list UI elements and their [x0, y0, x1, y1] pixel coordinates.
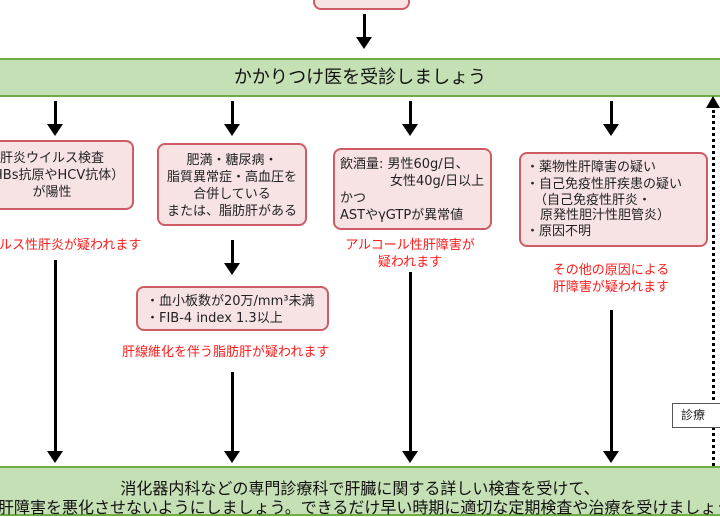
arrow-down-1: [54, 260, 57, 452]
fibrosis-line: ・FIB-4 index 1.3以上: [146, 311, 283, 326]
primary-care-band: かかりつけ医を受診しましょう: [0, 58, 720, 97]
arrowhead-4: [603, 124, 619, 136]
fatty-line: または、脂肪肝がある: [167, 204, 298, 219]
viral-line: 肝炎ウイルス検査: [0, 151, 104, 166]
viral-result: ウイルス性肝炎が疑われます: [0, 238, 142, 253]
alcohol-result: アルコール性肝障害が 疑われます: [330, 237, 490, 271]
alcohol-line: かつ: [340, 191, 367, 206]
other-line: ・自己免疫性肝疾患の疑い: [526, 177, 683, 192]
arrow-3: [409, 101, 412, 125]
arrow-down-2: [231, 372, 234, 452]
fibrosis-box: ・血小板数が20万/mm³未満 ・FIB-4 index 1.3以上: [136, 286, 329, 331]
other-result: その他の原因による 肝障害が疑われます: [531, 262, 691, 296]
arrow-2: [231, 101, 234, 125]
other-result-line: 肝障害が疑われます: [552, 280, 670, 295]
alcohol-box: 飲酒量: 男性60g/日、 女性40g/日以上 かつ ASTやγGTPが異常値: [333, 148, 492, 230]
arrow-4: [610, 101, 613, 125]
specialist-line-2: 肝障害を悪化させないようにしましょう。できるだけ早い時期に適切な定期検査や治療を…: [0, 498, 720, 517]
arrowhead-fatty: [224, 263, 240, 275]
arrowhead-2: [224, 124, 240, 136]
specialist-band: 消化器内科などの専門診療科で肝臓に関する詳しい検査を受けて、 肝障害を悪化させな…: [0, 466, 720, 517]
specialist-line-1: 消化器内科などの専門診療科で肝臓に関する詳しい検査を受けて、: [120, 479, 600, 498]
alcohol-line: 女性40g/日以上: [390, 174, 485, 189]
side-label: 診療: [681, 408, 706, 422]
alcohol-line: 飲酒量: 男性60g/日、: [340, 157, 469, 172]
other-line: ・原因不明: [526, 224, 592, 239]
dotted-return-line: [712, 110, 715, 466]
other-result-line: その他の原因による: [552, 263, 670, 278]
arrowhead-down-4: [603, 451, 619, 463]
alcohol-result-line: 疑われます: [377, 255, 443, 270]
fibrosis-line: ・血小板数が20万/mm³未満: [146, 294, 315, 309]
viral-hepatitis-box: 肝炎ウイルス検査 （HBs抗原やHCV抗体） が陽性: [0, 140, 134, 210]
arrowhead-1: [47, 124, 63, 136]
other-line: 原発性胆汁性胆管炎）: [540, 208, 671, 223]
arrowhead-down-2: [224, 451, 240, 463]
alcohol-result-line: アルコール性肝障害が: [345, 238, 475, 253]
arrowhead-down-1: [47, 451, 63, 463]
top-box: [313, 0, 410, 10]
arrowhead-top: [356, 37, 372, 49]
alcohol-line: ASTやγGTPが異常値: [340, 208, 464, 223]
fatty-line: 肥満・糖尿病・: [186, 153, 278, 168]
primary-care-text: かかりつけ医を受診しましょう: [233, 67, 487, 88]
other-line: ・薬物性肝障害の疑い: [526, 160, 657, 175]
viral-line: が陽性: [32, 185, 72, 200]
viral-line: （HBs抗原やHCV抗体）: [0, 168, 125, 183]
side-label-box: 診療: [672, 403, 720, 428]
other-causes-box: ・薬物性肝障害の疑い ・自己免疫性肝疾患の疑い （自己免疫性肝炎・ 原発性胆汁性…: [519, 152, 708, 247]
arrow-down-4: [610, 310, 613, 452]
arrow-1: [54, 101, 57, 125]
arrow-fatty: [231, 240, 234, 264]
fatty-liver-box: 肥満・糖尿病・ 脂質異常症・高血圧を 合併している または、脂肪肝がある: [157, 143, 307, 226]
fibrosis-result: 肝線維化を伴う脂肪肝が疑われます: [122, 345, 330, 360]
arrowhead-down-3: [402, 451, 418, 463]
arrowhead-3: [402, 124, 418, 136]
return-arrowhead: [706, 96, 720, 108]
other-line: （自己免疫性肝炎・: [534, 193, 652, 208]
arrow-down-3: [409, 272, 412, 452]
fatty-line: 合併している: [193, 187, 271, 202]
arrow-top: [363, 14, 366, 38]
fatty-line: 脂質異常症・高血圧を: [167, 170, 298, 185]
